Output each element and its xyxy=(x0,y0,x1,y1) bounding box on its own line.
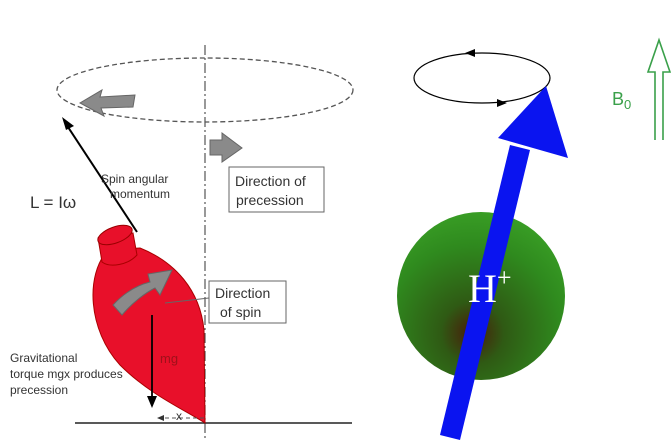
lever-arm-arrowhead-icon xyxy=(157,415,164,421)
lever-arm-label: x xyxy=(176,409,182,423)
spin-label-line2: momentum xyxy=(110,187,170,201)
precession-orbit-ellipse xyxy=(413,52,551,104)
spinning-top-diagram: L = Iω Spin angular momentum Direction o… xyxy=(10,45,354,440)
orbit-arrow-bottom-icon xyxy=(497,99,507,107)
spinning-top-cap-top xyxy=(97,224,133,246)
torque-label-line1: Gravitational xyxy=(10,351,77,365)
spin-box-line1: Direction xyxy=(215,285,270,301)
spin-label-line1: Spin angular xyxy=(101,172,168,186)
precession-label-box xyxy=(228,166,325,213)
angular-momentum-formula: L = Iω xyxy=(30,193,76,212)
spinning-top-body xyxy=(92,247,206,424)
field-label: B0 xyxy=(612,89,631,112)
orbit-arrow-top-icon xyxy=(465,49,475,57)
spin-box-pointer xyxy=(164,297,210,304)
spin-box-line2: of spin xyxy=(220,304,261,320)
torque-label-line3: precession xyxy=(10,383,68,397)
proton-spin-diagram: H+ B0 xyxy=(397,37,671,440)
weight-label: mg xyxy=(160,351,178,366)
precession-arrow-front-icon xyxy=(209,132,243,163)
nucleus-label: H+ xyxy=(468,263,512,311)
spin-direction-arrow-icon xyxy=(112,269,173,316)
spin-vector-arrow xyxy=(440,145,530,440)
spin-label-box xyxy=(208,280,287,324)
angular-momentum-arrowhead-icon xyxy=(62,117,74,130)
magnetic-field-arrow-icon xyxy=(646,37,671,140)
precession-label-line1: Direction of xyxy=(235,173,306,189)
spin-vector-arrowhead-icon xyxy=(498,86,568,158)
precession-arrow-back-icon xyxy=(78,88,136,118)
angular-momentum-arrow xyxy=(65,123,138,233)
precession-label-line2: precession xyxy=(236,192,304,208)
torque-label-line2: torque mgx produces xyxy=(10,367,123,381)
weight-arrowhead-icon xyxy=(147,396,157,408)
